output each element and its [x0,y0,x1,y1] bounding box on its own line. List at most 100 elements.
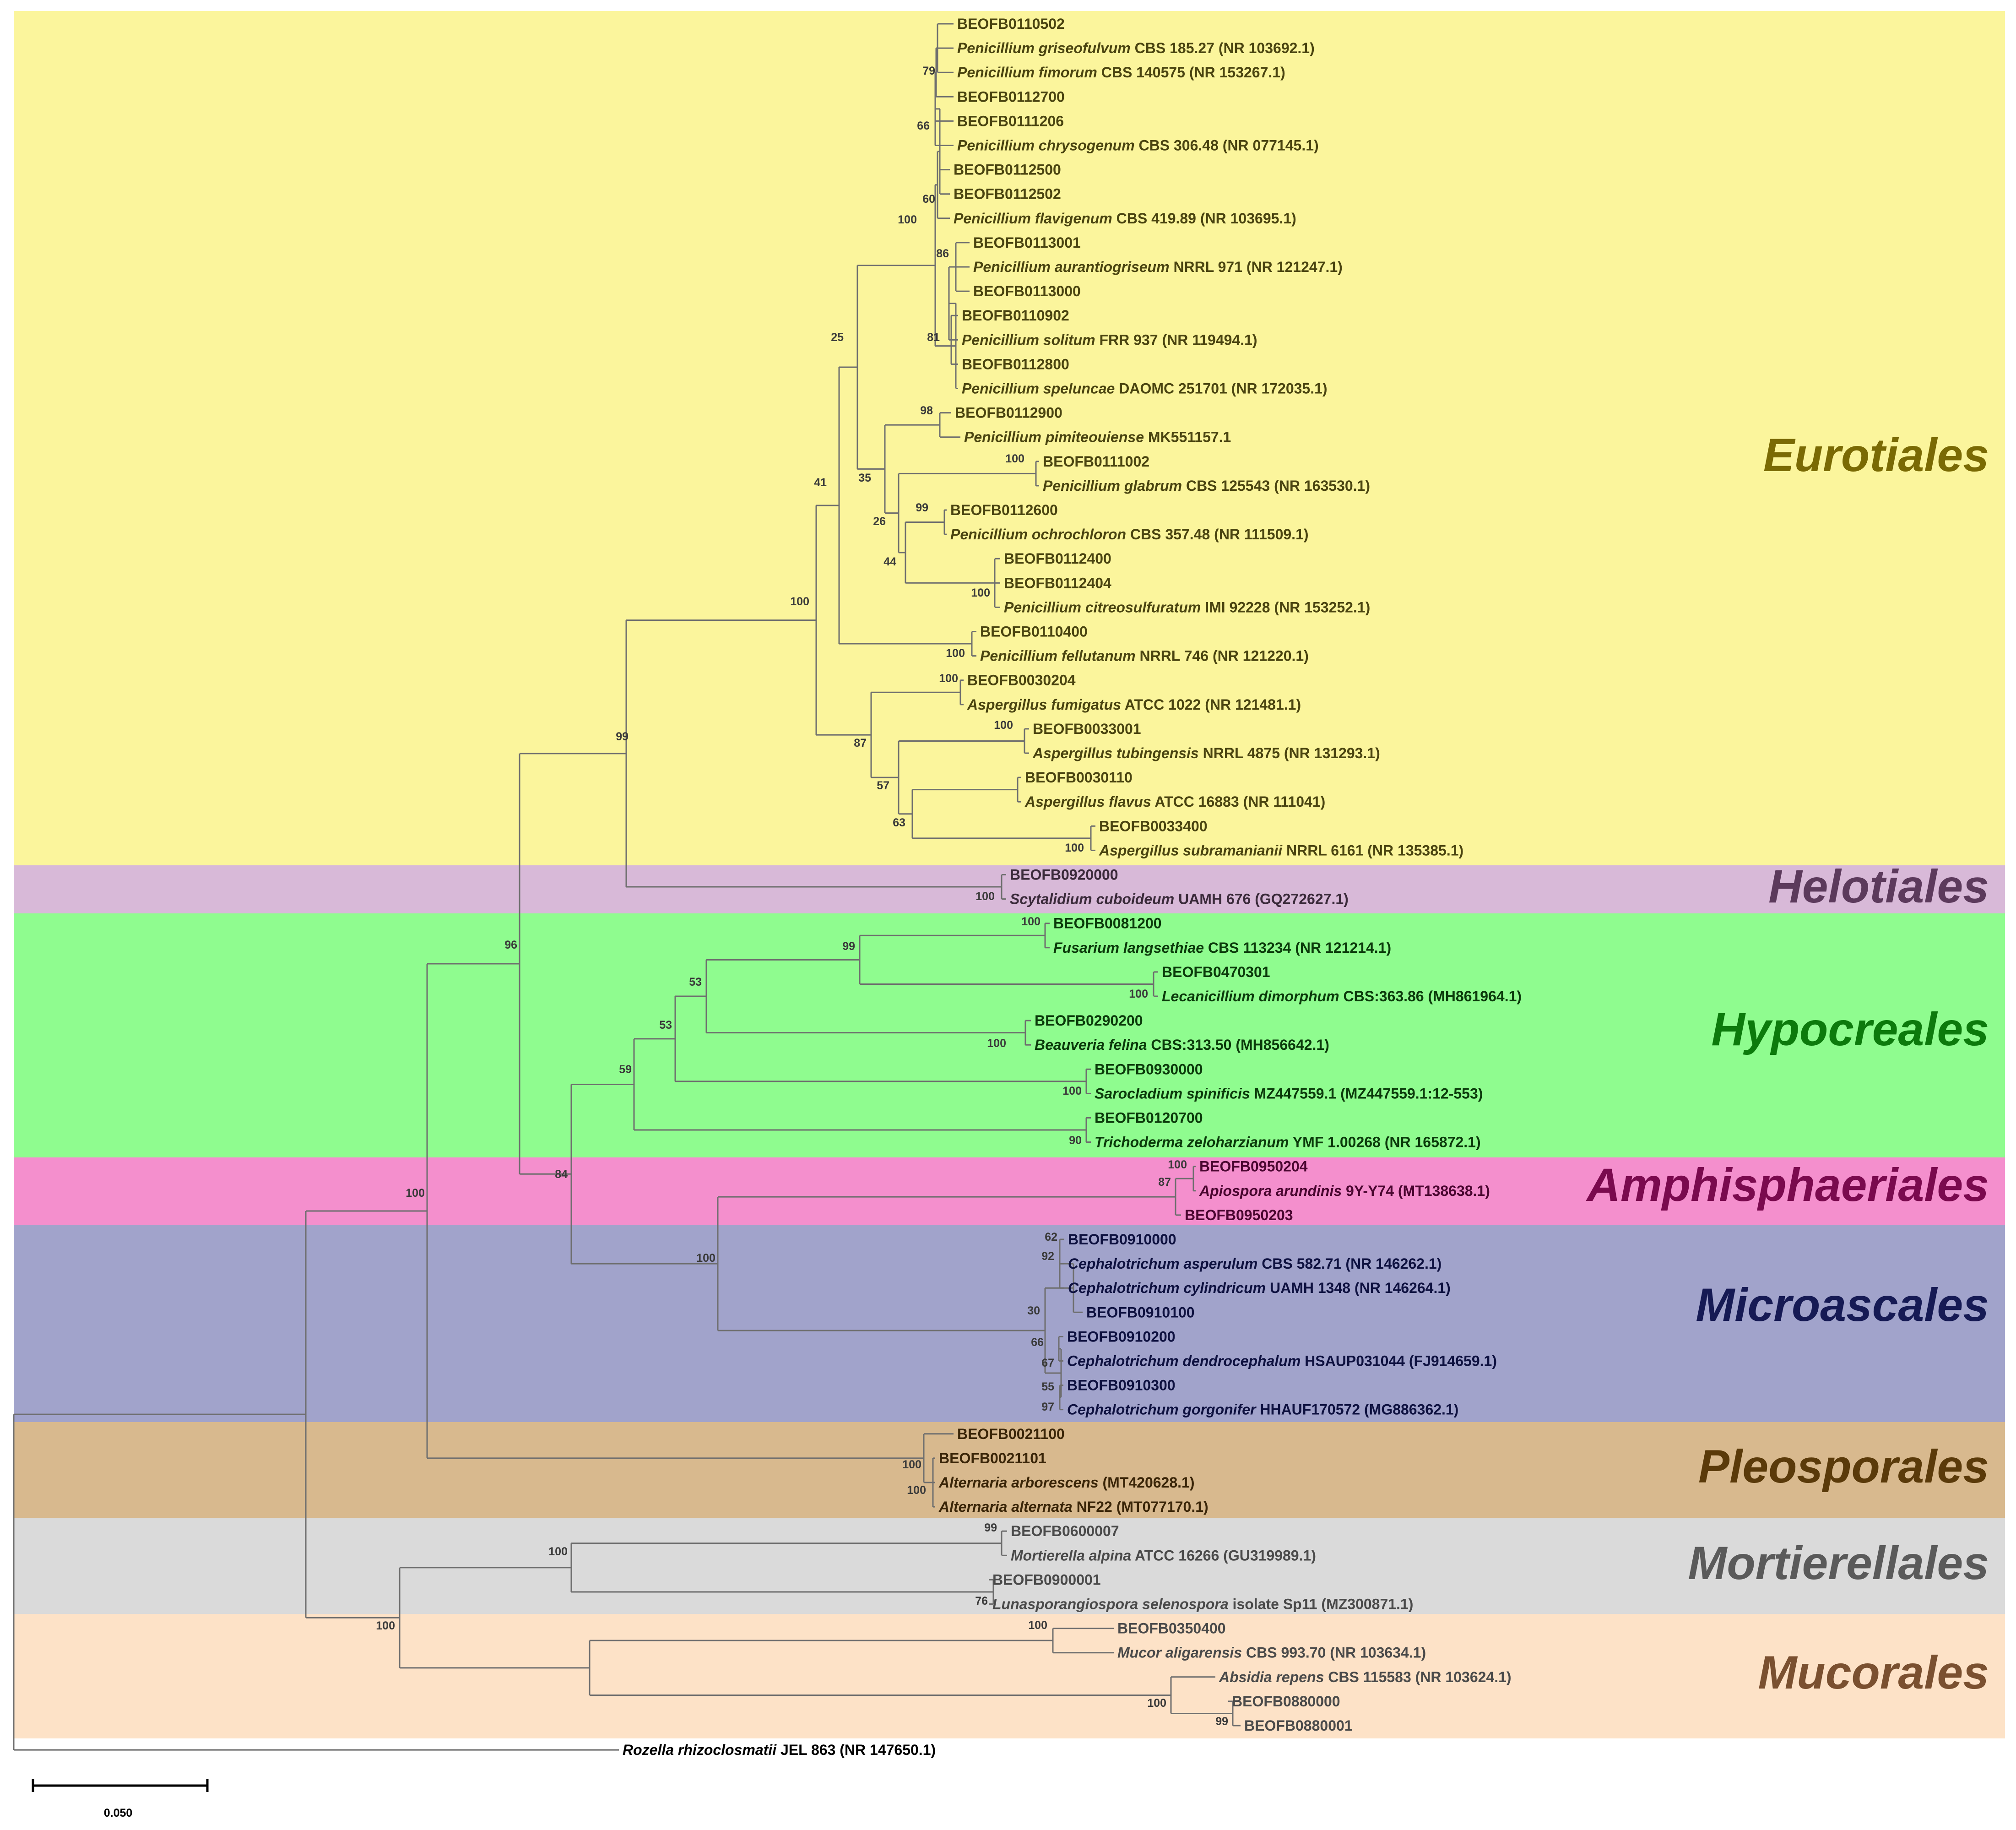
scale-bar-label: 0.050 [104,1807,133,1819]
bootstrap-value: 92 [1041,1250,1054,1263]
leaf-species: Alternaria alternata [938,1499,1073,1515]
leaf-species: Aspergillus subramanianii [1099,842,1283,858]
scale-bar: 0.050 [32,1779,209,1819]
leaf-species: Penicillium glabrum [1043,478,1182,494]
leaf-strain: ATCC 16883 (NR 111041) [1151,793,1326,810]
order-bands [14,11,2005,1738]
leaf-species: Sarocladium spinificis [1095,1085,1250,1102]
bootstrap-value: 79 [922,65,935,77]
leaf-species: Penicillium ochrochloron [950,526,1126,543]
bootstrap-value: 99 [842,940,855,953]
bootstrap-value: 41 [814,476,827,489]
leaf-species: Aspergillus flavus [1024,793,1151,810]
leaf-label: BEOFB0880001 [1244,1717,1353,1734]
leaf-label: BEOFB0110902 [962,307,1069,324]
band-microascales [14,1225,2005,1422]
leaf-id: BEOFB0021100 [957,1426,1065,1442]
bootstrap-value: 100 [1028,1619,1047,1632]
order-label-eurotiales: Eurotiales [1763,429,1989,481]
band-amphisphaeriales [14,1157,2005,1225]
leaf-label: BEOFB0950203 [1185,1207,1293,1223]
bootstrap-value: 100 [696,1252,715,1265]
leaf-label: BEOFB0470301 [1162,964,1270,980]
leaf-species: Absidia repens [1219,1669,1324,1685]
bootstrap-value: 60 [922,193,935,206]
leaf-label: Cephalotrichum asperulum CBS 582.71 (NR … [1068,1255,1442,1272]
bootstrap-value: 100 [376,1619,395,1632]
leaf-strain: CBS 357.48 (NR 111509.1) [1126,526,1308,543]
leaf-strain: CBS 306.48 (NR 077145.1) [1135,137,1319,154]
band-hypocreales [14,913,2005,1157]
leaf-id: BEOFB0910200 [1067,1328,1176,1345]
leaf-id: BEOFB0910100 [1086,1304,1195,1320]
leaf-id: BEOFB0112700 [957,88,1065,105]
leaf-species: Cephalotrichum gorgonifer [1067,1401,1257,1418]
leaf-label: BEOFB0112700 [957,88,1065,105]
leaf-label: BEOFB0910200 [1067,1328,1176,1345]
leaf-strain: DAOMC 251701 (NR 172035.1) [1115,380,1327,397]
leaf-id: BEOFB0113000 [973,283,1081,299]
leaf-strain: NRRL 4875 (NR 131293.1) [1199,745,1380,761]
leaf-species: Alternaria arborescens [938,1474,1099,1491]
bootstrap-values: 7966601008681259835100269944100411001001… [376,65,1228,1728]
leaf-label: Sarocladium spinificis MZ447559.1 (MZ447… [1095,1085,1483,1102]
leaf-species: Penicillium pimiteouiense [964,429,1144,445]
leaf-id: BEOFB0880001 [1244,1717,1353,1734]
leaf-label: BEOFB0112502 [954,186,1061,202]
leaf-species: Beauveria felina [1035,1037,1147,1053]
bootstrap-value: 100 [548,1545,568,1558]
bootstrap-value: 100 [1129,988,1148,1000]
leaf-strain: CBS:363.86 (MH861964.1) [1339,988,1522,1005]
leaf-label: BEOFB0112400 [1004,550,1111,567]
leaf-species: Mucor aligarensis [1117,1645,1242,1661]
leaf-label: BEOFB0033400 [1099,818,1208,834]
leaf-strain: CBS 185.27 (NR 103692.1) [1131,40,1315,56]
leaf-id: BEOFB0112600 [950,502,1058,518]
leaf-strain: CBS 419.89 (NR 103695.1) [1112,210,1296,227]
leaf-label: Fusarium langsethiae CBS 113234 (NR 1212… [1053,939,1391,956]
leaf-id: BEOFB0112502 [954,186,1061,202]
leaf-label: Cephalotrichum cylindricum UAMH 1348 (NR… [1068,1280,1451,1296]
leaf-label: BEOFB0910300 [1067,1377,1176,1394]
bootstrap-value: 100 [939,672,958,685]
leaf-id: BEOFB0112500 [954,162,1061,178]
bootstrap-value: 100 [1021,915,1041,928]
leaf-label: Penicillium flavigenum CBS 419.89 (NR 10… [954,210,1296,227]
bootstrap-value: 96 [504,939,517,951]
bootstrap-value: 100 [1065,842,1084,854]
leaf-strain: NF22 (MT077170.1) [1073,1499,1209,1515]
leaf-species: Aspergillus fumigatus [967,696,1121,713]
bootstrap-value: 99 [1215,1715,1228,1728]
leaf-label: BEOFB0120700 [1095,1110,1203,1126]
leaf-label: BEOFB0920000 [1010,867,1118,883]
leaf-species: Penicillium chrysogenum [957,137,1135,154]
leaf-label: BEOFB0112500 [954,162,1061,178]
leaf-species: Scytalidium cuboideum [1010,891,1174,907]
leaf-species: Penicillium flavigenum [954,210,1112,227]
bootstrap-value: 100 [1062,1085,1082,1097]
leaf-label: BEOFB0112800 [962,356,1069,372]
order-label-mucorales: Mucorales [1758,1646,1989,1699]
bootstrap-value: 100 [790,595,809,608]
leaf-id: BEOFB0110502 [957,16,1065,32]
leaf-label: Trichoderma zeloharzianum YMF 1.00268 (N… [1095,1134,1481,1151]
leaf-species: Mortierella alpina [1011,1547,1131,1564]
bootstrap-value: 53 [689,976,702,988]
leaf-id: BEOFB0110400 [980,624,1088,640]
leaf-id: BEOFB0290200 [1035,1012,1143,1029]
leaf-strain: CBS 993.70 (NR 103634.1) [1242,1645,1426,1661]
bootstrap-value: 90 [1069,1134,1082,1147]
leaf-label: Aspergillus flavus ATCC 16883 (NR 111041… [1024,793,1325,810]
leaf-label: BEOFB0290200 [1035,1012,1143,1029]
leaf-id: BEOFB0910300 [1067,1377,1176,1394]
bootstrap-value: 100 [898,213,917,226]
leaf-species: Fusarium langsethiae [1053,939,1204,956]
leaf-label: Penicillium griseofulvum CBS 185.27 (NR … [957,40,1315,56]
bootstrap-value: 99 [984,1521,997,1534]
bootstrap-value: 97 [1041,1401,1054,1413]
leaf-label: Penicillium glabrum CBS 125543 (NR 16353… [1043,478,1370,494]
leaf-strain: MZ447559.1 (MZ447559.1:12-553) [1250,1085,1483,1102]
leaf-label: BEOFB0112600 [950,502,1058,518]
